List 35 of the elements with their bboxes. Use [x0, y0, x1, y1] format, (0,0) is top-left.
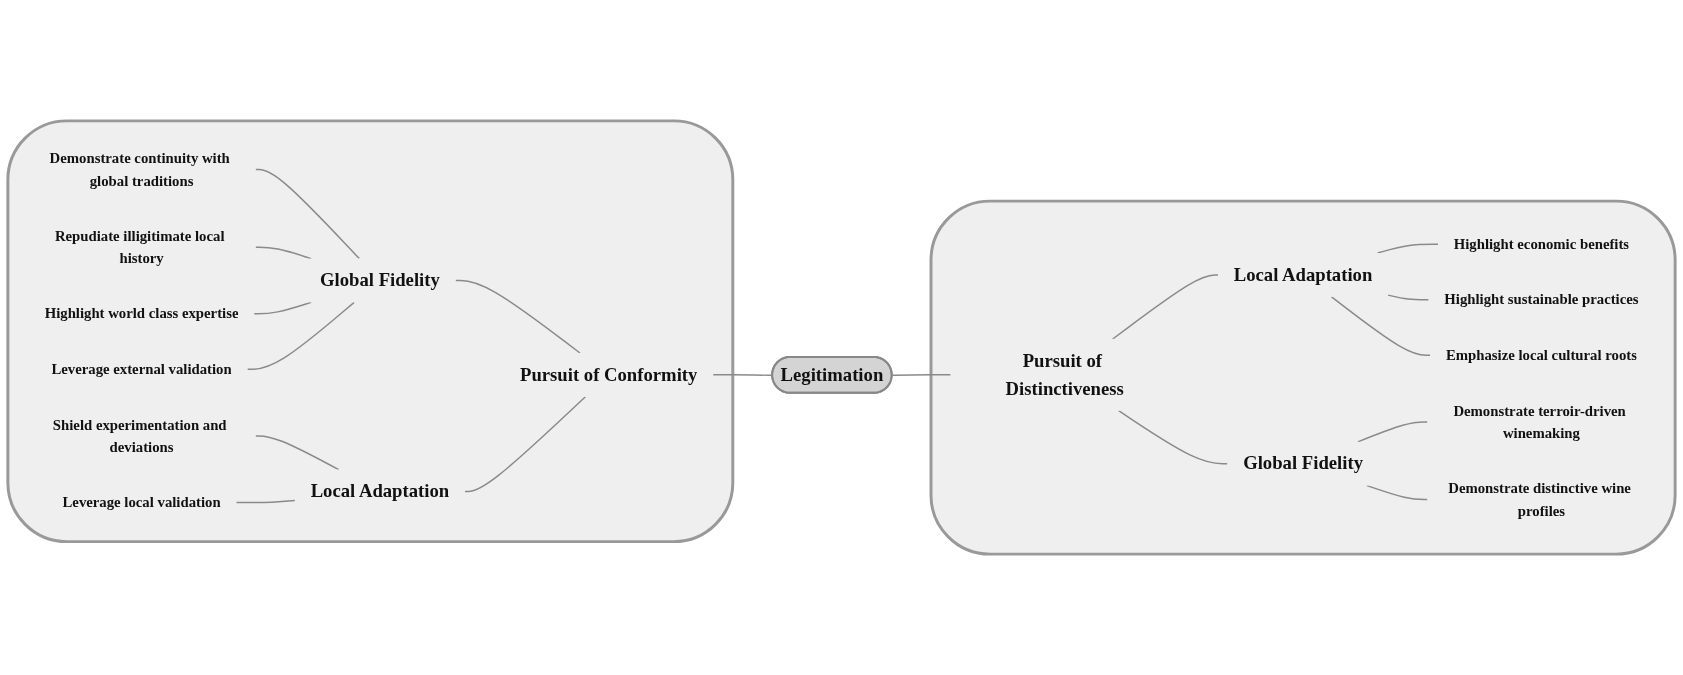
connector [891, 374, 952, 377]
cluster [929, 199, 1677, 556]
node-text: Demonstrate continuity with global traditions [49, 150, 230, 189]
connector [235, 499, 296, 504]
node-text: Repudiate illigitimate local history [54, 228, 225, 266]
node-text: Pursuit of Distinctiveness [1005, 349, 1124, 399]
node-text: Leverage external validation [51, 361, 232, 377]
connector [254, 435, 340, 471]
node-text: Demonstrate distinctive wine profiles [1448, 480, 1631, 519]
connector [246, 301, 355, 371]
node-text: Emphasize local cultural roots [1445, 347, 1637, 363]
node-text: Global Fidelity [319, 269, 440, 291]
node-text: Leverage local validation [62, 494, 221, 511]
connector [1366, 484, 1429, 501]
node-text: Pursuit of Conformity [519, 363, 698, 385]
connector [464, 396, 587, 493]
connector [254, 246, 312, 260]
node-text: Local Adaptation [310, 480, 450, 502]
node-text: Shield experimentation and deviations [52, 416, 227, 455]
connector [1117, 410, 1229, 465]
connector [1112, 274, 1219, 340]
node-text: Highlight economic benefits [1453, 236, 1630, 252]
connector [254, 168, 361, 260]
cluster [6, 119, 735, 544]
connector [253, 301, 312, 315]
node-text: Local Adaptation [1233, 263, 1373, 285]
node-text: Highlight sustainable practices [1444, 291, 1639, 308]
node-text: Demonstrate terroir-driven winemaking [1453, 402, 1626, 441]
connector [1330, 296, 1431, 357]
connector [454, 279, 581, 354]
connector [1357, 421, 1429, 443]
node-text: Global Fidelity [1243, 452, 1364, 474]
connector [1387, 294, 1430, 301]
connector [1376, 243, 1439, 254]
node-text: Highlight world class expertise [44, 305, 239, 322]
